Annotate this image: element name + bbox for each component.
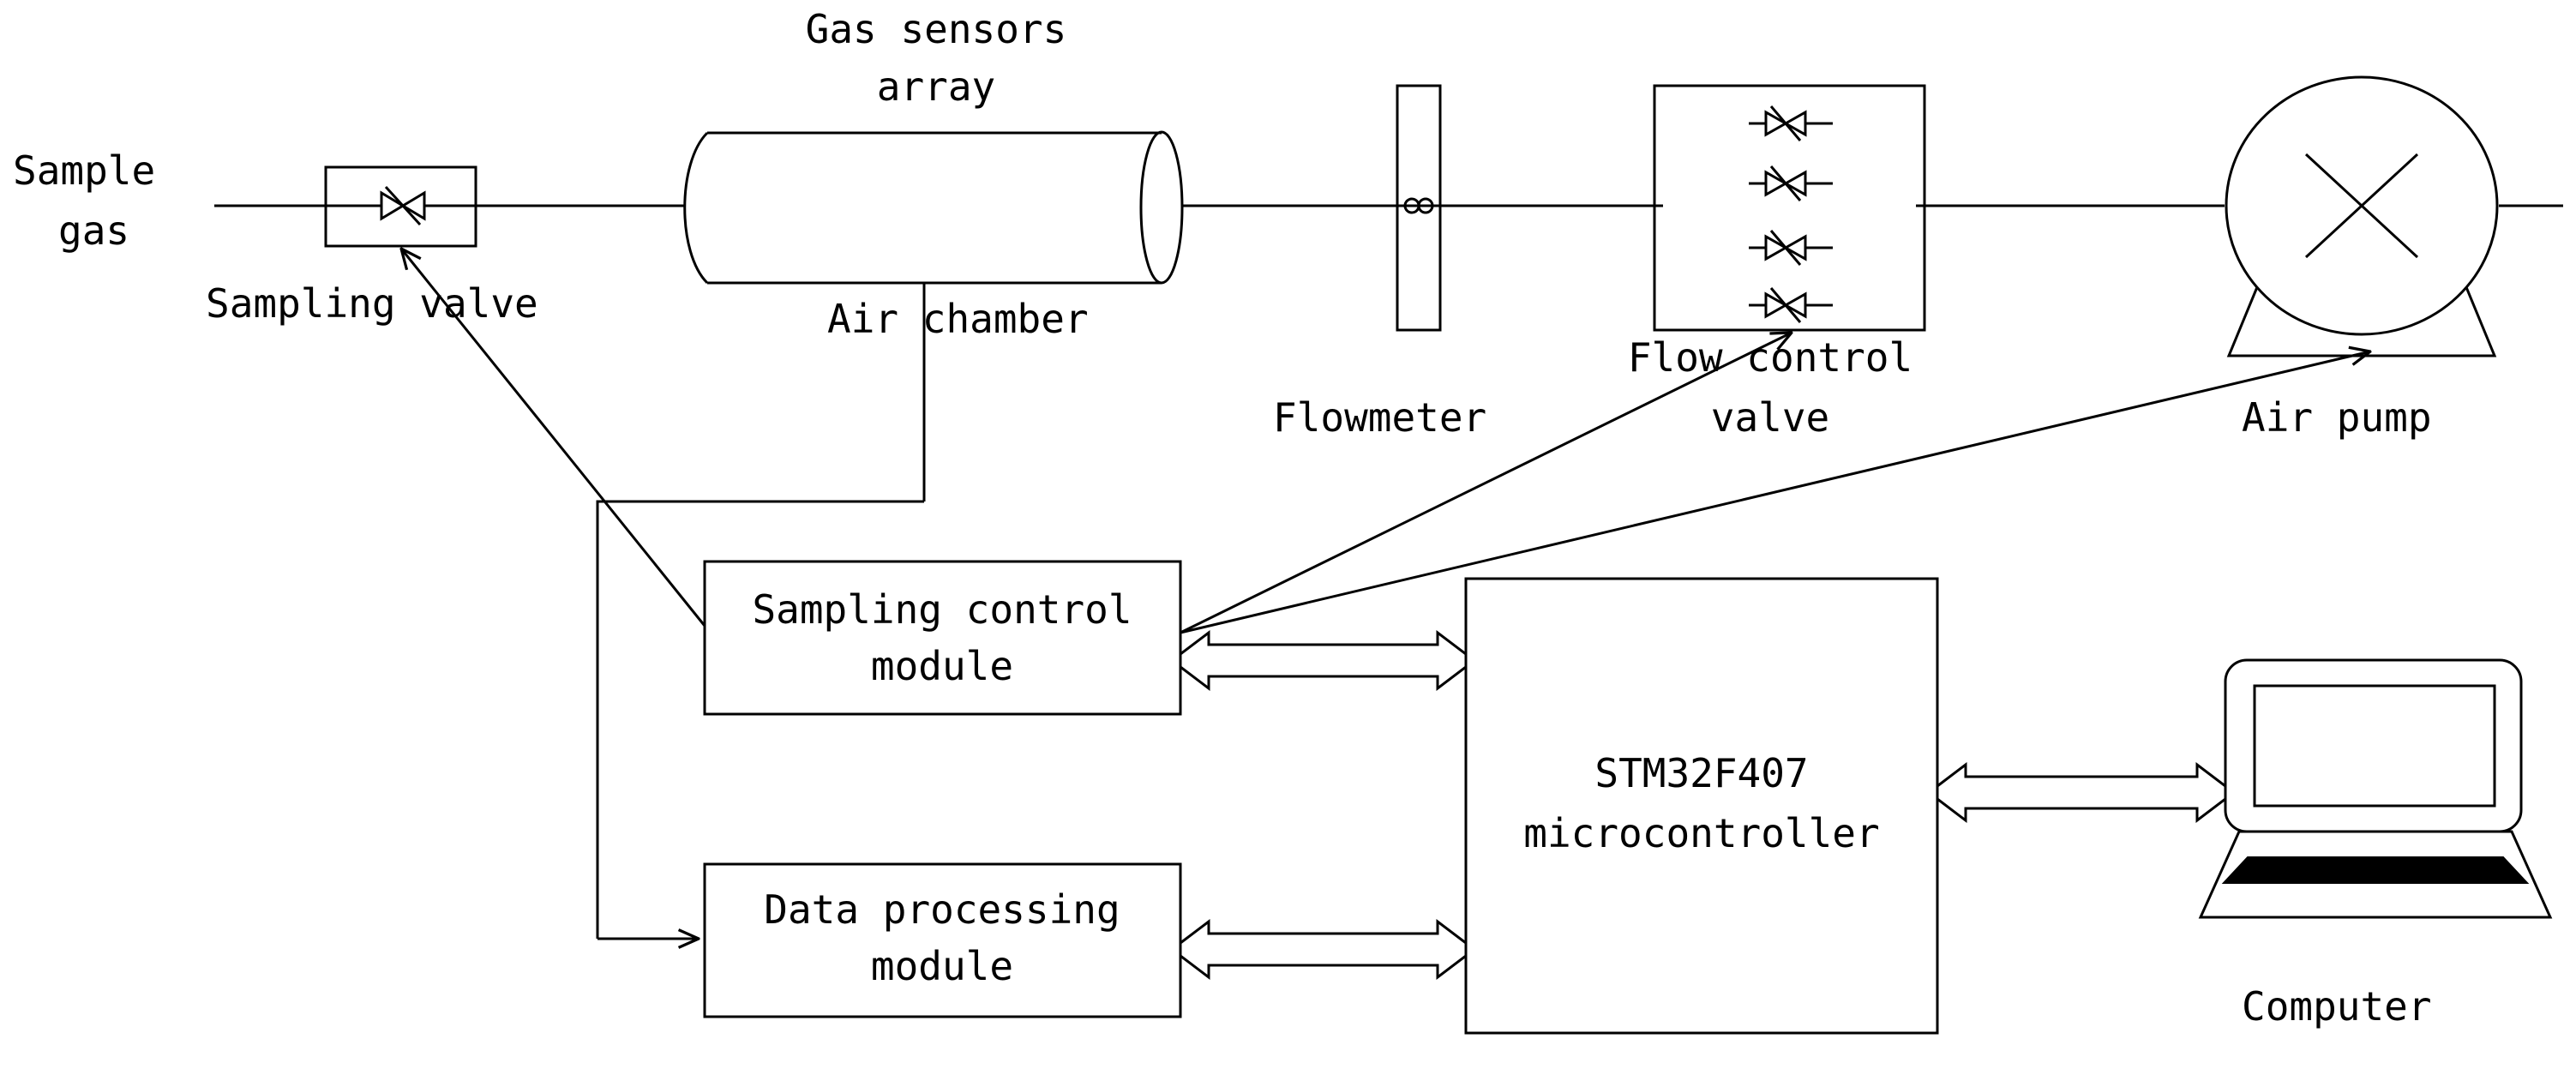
sampling-control-label-line1: Sampling control (752, 586, 1132, 633)
valve-symbol-icon (364, 185, 437, 226)
sampling-control-label-line2: module (871, 643, 1013, 689)
sampling-control-module: Sampling control module (703, 560, 1182, 716)
data-processing-module: Data processing module (703, 862, 1182, 1018)
gas-sensors-label-line2: array (877, 63, 995, 110)
air-pump-label: Air pump (2242, 394, 2432, 441)
flowmeter (1396, 84, 1442, 332)
air-chamber-label: Air chamber (827, 296, 1089, 342)
valve-symbol-icon (1749, 105, 1833, 141)
flow-control-label-line2: valve (1711, 394, 1829, 441)
mcu-label-line1: STM32F407 (1594, 750, 1808, 796)
control-wiring (401, 249, 2370, 939)
data-processing-label-line1: Data processing (764, 886, 1120, 933)
sampling-valve (324, 165, 477, 248)
computer-label: Computer (2242, 983, 2432, 1030)
flow-control-label-line1: Flow control (1628, 334, 1912, 381)
bus-arrow-mcu-computer (1936, 761, 2227, 824)
valve-symbol-icon (1749, 165, 1833, 201)
microcontroller-box: STM32F407 microcontroller (1464, 577, 1939, 1035)
valve-symbol-icon (1749, 230, 1833, 266)
sample-gas-label-line1: Sample (13, 147, 155, 194)
mcu-label-line2: microcontroller (1523, 810, 1879, 856)
bus-arrow-sampling-mcu (1179, 629, 1468, 692)
bus-arrow-data-mcu (1179, 918, 1468, 981)
flowmeter-label: Flowmeter (1273, 394, 1486, 441)
computer-laptop-icon (2198, 658, 2553, 919)
gas-sensors-label-line1: Gas sensors (806, 6, 1067, 52)
valve-symbol-icon (1749, 287, 1833, 323)
flow-control-valve (1653, 84, 1926, 332)
sampling-valve-label: Sampling valve (206, 280, 538, 327)
air-chamber-cylinder (683, 130, 1184, 501)
pump-cross-icon (2304, 153, 2419, 259)
air-pump (2225, 75, 2499, 357)
data-processing-label-line2: module (871, 943, 1013, 989)
sample-gas-label-line2: gas (58, 207, 129, 254)
